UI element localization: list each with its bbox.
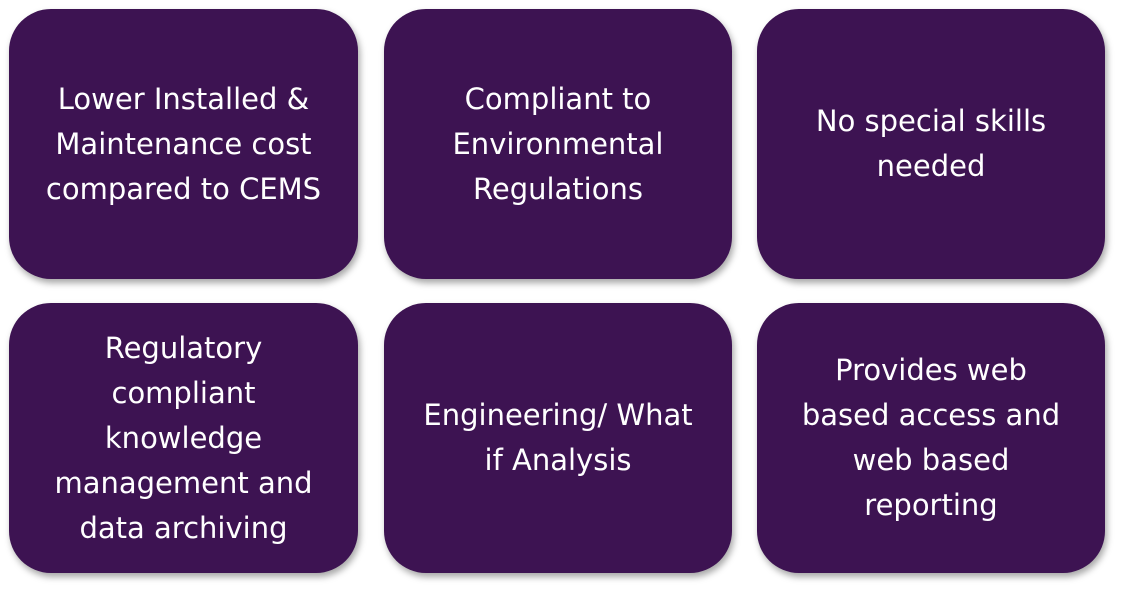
- card-no-special-skills: No special skills needed: [757, 9, 1105, 279]
- card-lower-cost-text: Lower Installed & Maintenance cost compa…: [45, 81, 322, 206]
- card-compliant-regulations-text: Compliant to Environmental Regulations: [452, 81, 664, 206]
- card-compliant-regulations: Compliant to Environmental Regulations: [384, 9, 732, 279]
- card-web-reporting: Provides web based access and web based …: [757, 303, 1105, 573]
- card-what-if-analysis-text: Engineering/ What if Analysis: [423, 398, 693, 477]
- card-no-special-skills-text: No special skills needed: [815, 104, 1047, 183]
- card-knowledge-management: Regulatory compliant knowledge managemen…: [9, 303, 358, 573]
- card-knowledge-management-text: Regulatory compliant knowledge managemen…: [54, 330, 313, 545]
- card-lower-cost: Lower Installed & Maintenance cost compa…: [9, 9, 358, 279]
- card-what-if-analysis: Engineering/ What if Analysis: [384, 303, 732, 573]
- card-web-reporting-text: Provides web based access and web based …: [801, 353, 1061, 522]
